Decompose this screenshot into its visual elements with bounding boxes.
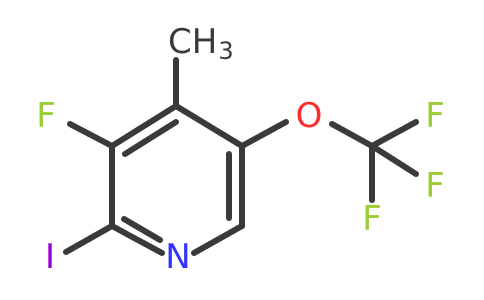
bond-c2-iodo — [63, 223, 115, 255]
bond-c4-c5 — [173, 103, 245, 149]
atom-nitrogen: N — [165, 237, 190, 277]
substituent-bonds — [63, 57, 419, 255]
bond-c6-n — [191, 223, 245, 256]
bond-c3-fluoro — [67, 121, 115, 149]
atom-ether-oxygen: O — [296, 96, 323, 136]
bond-c5-oxygen — [239, 119, 289, 149]
atom-cf3-f-mid: F — [425, 166, 445, 206]
methyl-ch: CH — [168, 22, 217, 62]
atom-iodo: I — [45, 237, 55, 277]
bond-n-c2 — [109, 223, 165, 256]
atom-fluoro: F — [36, 96, 56, 136]
bond-c3-c4 — [109, 103, 179, 149]
bond-cf3-f-top — [369, 119, 419, 149]
atom-cf3-f-bottom: F — [362, 199, 382, 239]
atom-methyl-carbon: CH3 — [168, 22, 234, 65]
bond-c3-c4-inner — [122, 119, 179, 157]
atom-labels: CH3 F I N O F F F — [36, 22, 445, 277]
bond-cf3-f-mid — [369, 143, 419, 177]
bond-oxygen-cf3 — [329, 121, 375, 149]
methyl-subscript: 3 — [218, 37, 233, 65]
atom-cf3-f-top: F — [425, 96, 445, 136]
bond-n-c2-inner — [121, 216, 163, 243]
ring-bonds — [109, 103, 245, 256]
